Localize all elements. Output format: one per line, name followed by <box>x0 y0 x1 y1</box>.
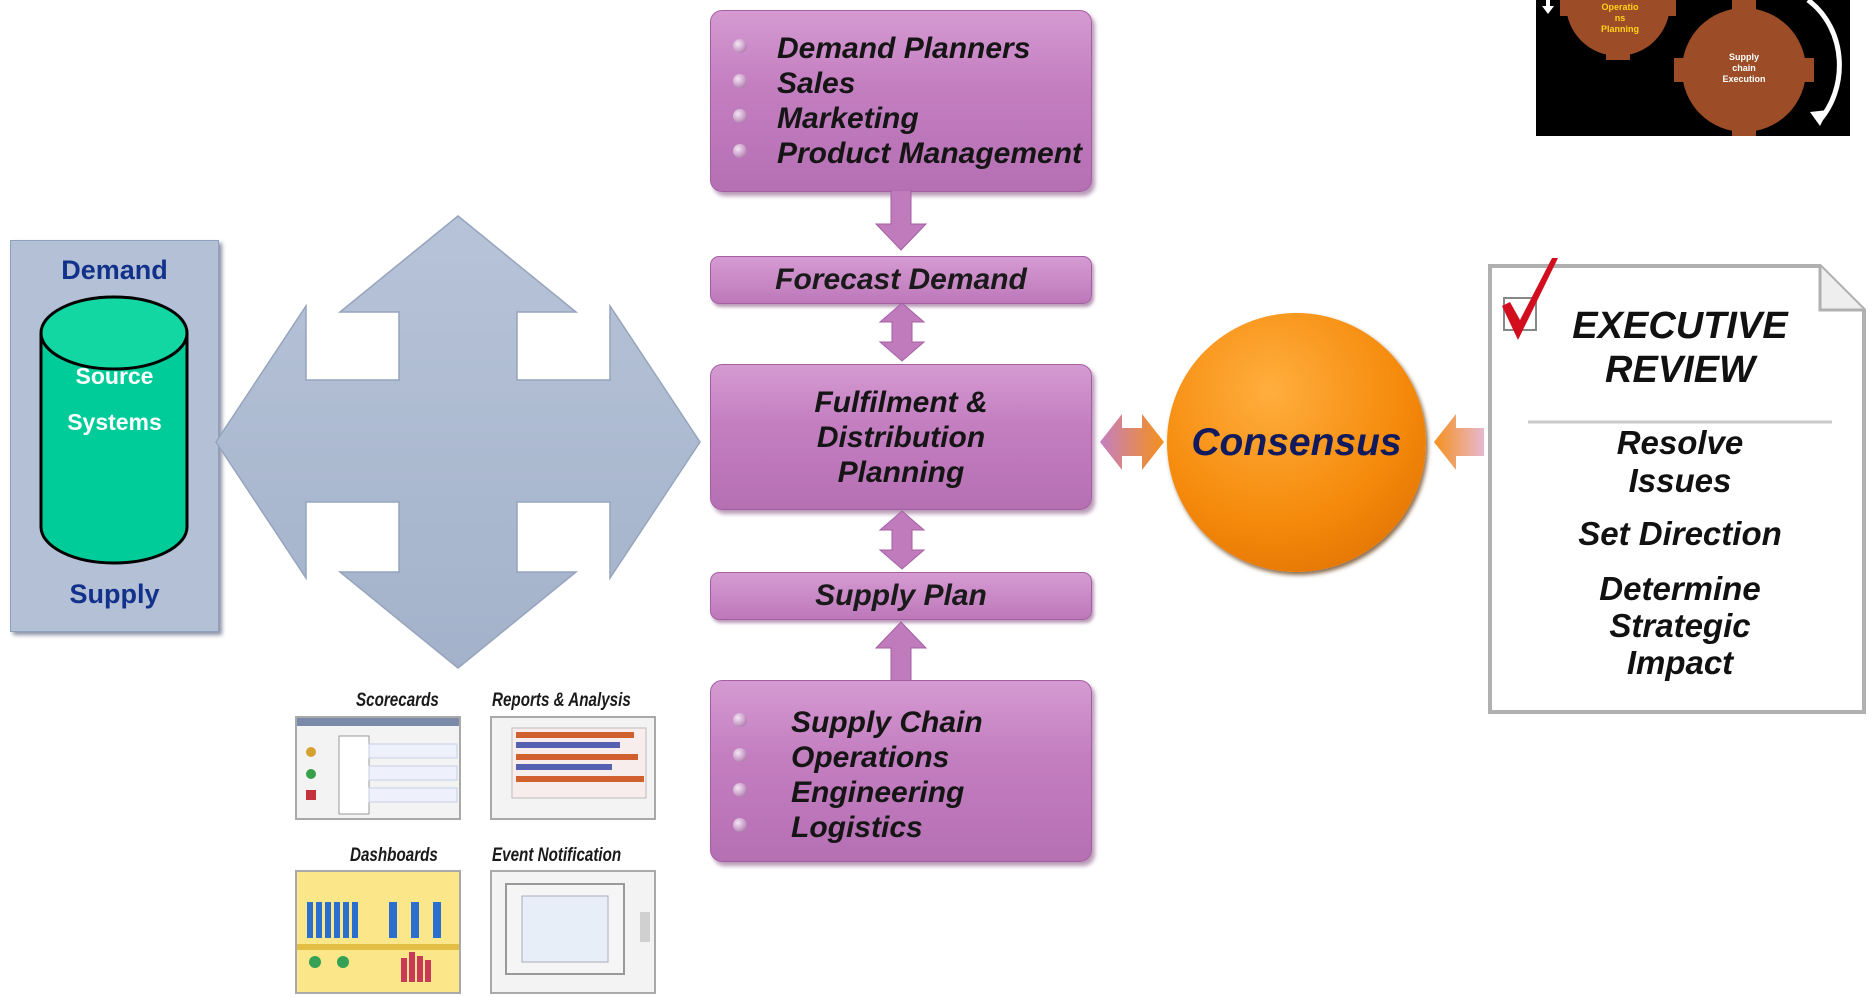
list-item: Supply Chain <box>733 705 983 740</box>
determine-line3: Impact <box>1626 644 1734 681</box>
source-systems-panel: Demand Source Systems Supply <box>10 240 219 632</box>
events-thumbnail <box>490 870 656 994</box>
bullet-icon <box>733 713 747 727</box>
dashboards-title: Dashboards <box>350 845 438 866</box>
checkmark-icon <box>1502 258 1558 340</box>
consensus-circle: Consensus <box>1167 313 1426 572</box>
bullet-icon <box>733 109 747 123</box>
up-arrow-icon <box>874 621 928 682</box>
bullet-icon <box>733 748 747 762</box>
set-direction: Set Direction <box>1578 515 1782 552</box>
executive-review-page <box>1488 264 1866 714</box>
supply-stakeholders-box: Supply Chain Operations Engineering Logi… <box>710 680 1092 862</box>
dashboards-graphic <box>297 902 459 982</box>
determine-line2: Strategic <box>1609 607 1751 644</box>
fulfilment-line2: Distribution <box>816 420 986 454</box>
double-arrow-icon <box>878 302 926 362</box>
bullet-icon <box>733 74 747 88</box>
reports-thumbnail <box>490 716 656 820</box>
double-arrow-icon <box>878 510 926 570</box>
scorecards-graphic <box>297 718 459 815</box>
list-item: Sales <box>733 66 1082 101</box>
bullet-icon <box>733 818 747 832</box>
fulfilment-planning-box: Fulfilment & Distribution Planning <box>710 364 1092 510</box>
list-item: Product Management <box>733 136 1082 171</box>
down-arrow-icon <box>874 190 928 251</box>
four-way-arrow <box>215 215 701 669</box>
list-item: Operations <box>733 740 983 775</box>
reports-graphic <box>511 727 647 799</box>
forecast-demand-bar: Forecast Demand <box>710 256 1092 304</box>
events-title: Event Notification <box>492 845 622 866</box>
dashboards-thumbnail <box>295 870 461 994</box>
list-item: Marketing <box>733 101 1082 136</box>
cylinder-label-line1: Source <box>75 363 154 389</box>
supply-plan-bar: Supply Plan <box>710 572 1092 620</box>
cylinder-label-line2: Systems <box>67 409 162 435</box>
fulfilment-line1: Fulfilment & <box>814 385 988 419</box>
executive-title-line2: REVIEW <box>1605 349 1755 391</box>
events-graphic <box>505 883 650 975</box>
bullet-icon <box>733 144 747 158</box>
list-item: Logistics <box>733 810 983 845</box>
list-item: Demand Planners <box>733 31 1082 66</box>
consensus-label: Consensus <box>1191 420 1402 464</box>
demand-stakeholders-box: Demand Planners Sales Marketing Product … <box>710 10 1092 192</box>
fulfilment-line3: Planning <box>837 455 965 489</box>
reports-title: Reports & Analysis <box>492 690 631 711</box>
gears-graphic <box>1542 0 1842 136</box>
bullet-icon <box>733 39 747 53</box>
left-arrow-icon <box>1434 414 1484 470</box>
demand-label: Demand <box>61 255 168 285</box>
bullet-icon <box>733 783 747 797</box>
executive-title-line1: EXECUTIVE <box>1572 305 1788 347</box>
determine-line1: Determine <box>1599 570 1761 607</box>
scorecards-thumbnail <box>295 716 461 820</box>
source-systems-cylinder <box>39 295 189 565</box>
list-item: Engineering <box>733 775 983 810</box>
scorecards-title: Scorecards <box>356 690 439 711</box>
resolve-line1: Resolve <box>1616 424 1744 461</box>
double-arrow-horizontal-icon <box>1100 414 1164 470</box>
resolve-line2: Issues <box>1628 462 1732 499</box>
supply-label: Supply <box>69 579 160 609</box>
